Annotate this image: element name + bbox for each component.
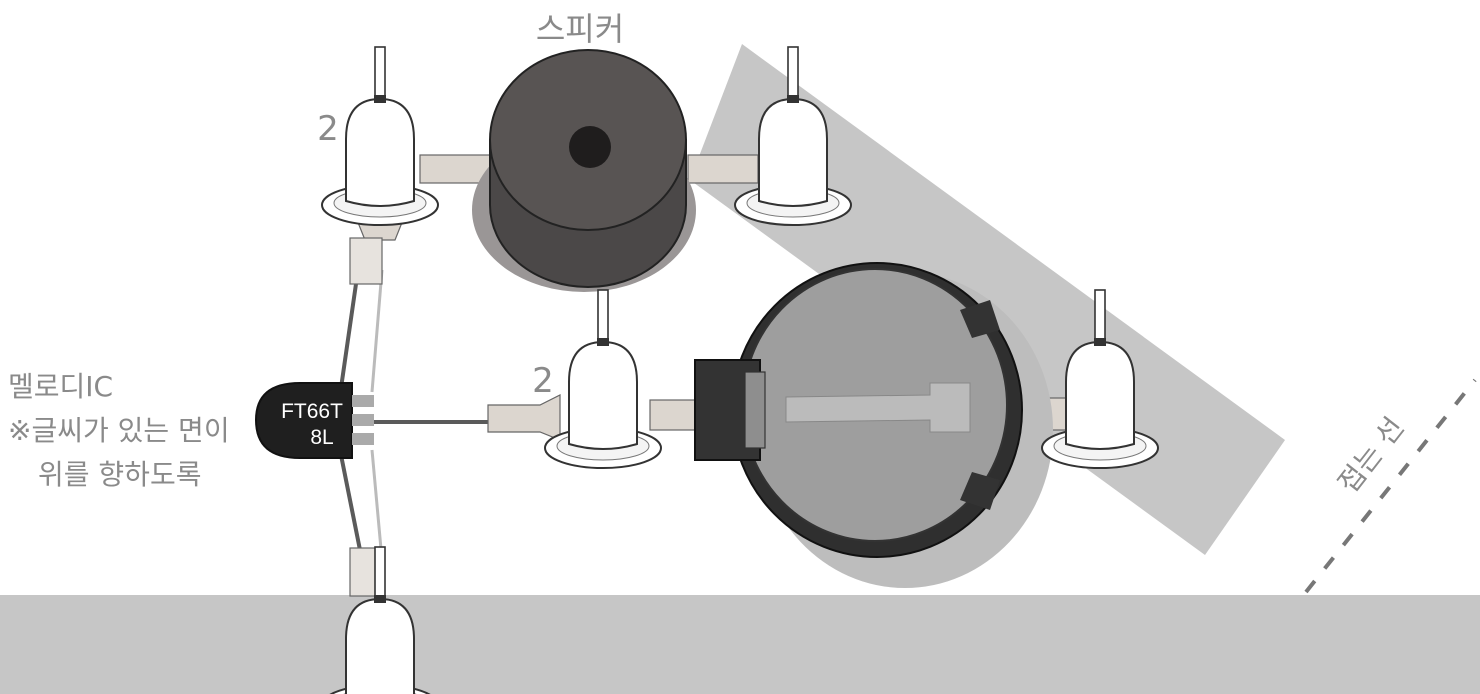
fold-line-label: 접는 선	[1332, 411, 1411, 499]
wire-bottom	[338, 449, 364, 561]
ground-band	[0, 595, 1480, 694]
wire-bottom-2	[370, 449, 384, 561]
speaker	[472, 49, 696, 292]
led-middle	[544, 289, 662, 469]
lead-middle	[487, 394, 561, 441]
wire-top	[338, 269, 360, 396]
melody-ic: FT66T 8L	[254, 382, 374, 459]
count-label-middle: 2	[532, 361, 554, 401]
wire-top-2	[370, 269, 384, 393]
melody-ic-label: 멜로디IC	[8, 370, 113, 403]
melody-ic-note-2: 위를 향하도록	[38, 458, 201, 491]
count-label-top-left: 2	[317, 109, 339, 149]
battery-notch-top	[960, 300, 1000, 338]
chip-text-line2: 8L	[310, 426, 333, 449]
battery-holder	[694, 262, 1053, 588]
lead-battery-left	[649, 399, 699, 431]
lead-top-left-tab	[349, 237, 383, 285]
led-top-left	[321, 46, 439, 226]
battery-notch-bottom	[960, 472, 1000, 510]
melody-ic-note: ※글씨가 있는 면이	[8, 414, 230, 447]
speaker-label: 스피커	[536, 10, 624, 48]
speaker-center-dot	[569, 126, 611, 168]
lead-speaker-right	[687, 154, 759, 184]
chip-text-line1: FT66T	[281, 400, 343, 423]
fold-line	[1304, 378, 1477, 594]
battery-contact	[785, 382, 971, 433]
